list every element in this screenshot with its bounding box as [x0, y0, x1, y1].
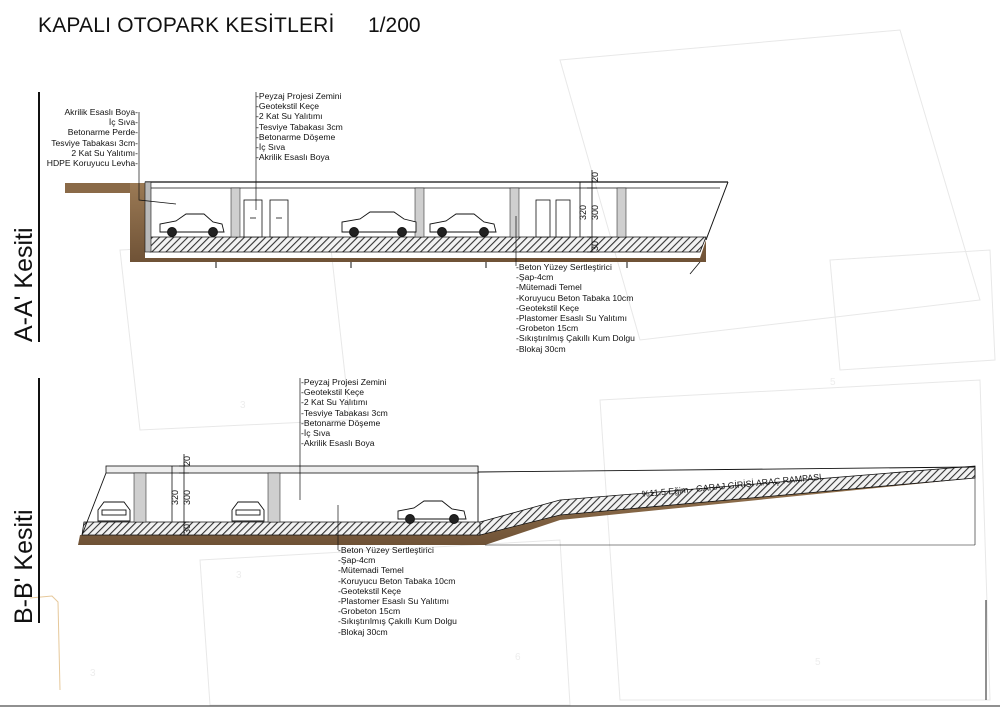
- bb-floor-layers-list: Beton Yüzey Sertleştirici Şap-4cm Mütema…: [338, 545, 457, 637]
- layer-label: Betonarme Perde: [38, 127, 138, 137]
- layer-label: Sıkıştırılmış Çakıllı Kum Dolgu: [338, 616, 457, 626]
- layer-label: Beton Yüzey Sertleştirici: [338, 545, 457, 555]
- bb-roof-layers-list: Peyzaj Projesi Zemini Geotekstil Keçe 2 …: [301, 377, 388, 448]
- bb-dim-slab: 20: [182, 456, 192, 466]
- layer-label: Tesviye Tabakası 3cm: [301, 408, 388, 418]
- bb-floor-hatch: [81, 521, 481, 536]
- layer-label: Tesviye Tabakası 3cm: [38, 138, 138, 148]
- aa-column: [509, 187, 520, 238]
- bb-dim-floor: 30: [182, 524, 192, 534]
- section-bb-title-line: [38, 378, 40, 623]
- layer-label: Geotekstil Keçe: [301, 387, 388, 397]
- layer-label: Beton Yüzey Sertleştirici: [516, 262, 635, 272]
- layer-label: Peyzaj Projesi Zemini: [301, 377, 388, 387]
- aa-column: [414, 187, 425, 238]
- aa-wall-layers-list: Akrilik Esaslı Boya İç Sıva Betonarme Pe…: [38, 107, 138, 168]
- aa-roof-layers-list: Peyzaj Projesi Zemini Geotekstil Keçe 2 …: [256, 91, 343, 162]
- aa-car: [159, 213, 225, 237]
- layer-label: Peyzaj Projesi Zemini: [256, 91, 343, 101]
- layer-label: Plastomer Esaslı Su Yalıtımı: [338, 596, 457, 606]
- aa-car: [429, 213, 497, 237]
- section-aa-title-line: [38, 92, 40, 342]
- bb-soil: [78, 475, 975, 545]
- svg-text:6: 6: [515, 652, 521, 663]
- layer-label: Koruyucu Beton Tabaka 10cm: [338, 576, 457, 586]
- layer-label: Şap-4cm: [516, 272, 635, 282]
- aa-column: [230, 187, 241, 238]
- layer-label: Akrilik Esaslı Boya: [301, 438, 388, 448]
- layer-label: Blokaj 30cm: [338, 627, 457, 637]
- layer-label: Geotekstil Keçe: [338, 586, 457, 596]
- bb-column: [267, 472, 281, 523]
- layer-label: 2 Kat Su Yalıtımı: [256, 111, 343, 121]
- aa-floor-layers-list: Beton Yüzey Sertleştirici Şap-4cm Mütema…: [516, 262, 635, 354]
- aa-dim-floor: 30: [590, 241, 600, 251]
- bb-car-side: [397, 500, 467, 524]
- layer-label: Sıkıştırılmış Çakıllı Kum Dolgu: [516, 333, 635, 343]
- layer-label: HDPE Koruyucu Levha: [38, 158, 138, 168]
- layer-label: 2 Kat Su Yalıtımı: [38, 148, 138, 158]
- layer-label: İç Sıva: [38, 117, 138, 127]
- layer-label: Plastomer Esaslı Su Yalıtımı: [516, 313, 635, 323]
- aa-car: [341, 211, 417, 237]
- aa-wall-leader: [138, 112, 177, 205]
- layer-label: Geotekstil Keçe: [256, 101, 343, 111]
- layer-label: Geotekstil Keçe: [516, 303, 635, 313]
- svg-text:3: 3: [236, 570, 242, 581]
- layer-label: Mütemadi Temel: [338, 565, 457, 575]
- page-title: KAPALI OTOPARK KESİTLERİ: [38, 14, 335, 37]
- bb-dim-height: 320: [170, 490, 180, 505]
- layer-label: Akrilik Esaslı Boya: [256, 152, 343, 162]
- aa-left-wall: [144, 181, 152, 253]
- bb-car-front: [231, 501, 265, 522]
- aa-dim-height: 320: [578, 205, 588, 220]
- layer-label: Şap-4cm: [338, 555, 457, 565]
- aa-door: [243, 199, 289, 238]
- layer-label: Koruyucu Beton Tabaka 10cm: [516, 293, 635, 303]
- layer-label: 2 Kat Su Yalıtımı: [301, 397, 388, 407]
- layer-label: Grobeton 15cm: [338, 606, 457, 616]
- layer-label: İç Sıva: [301, 428, 388, 438]
- layer-label: Mütemadi Temel: [516, 282, 635, 292]
- aa-door: [535, 199, 571, 238]
- svg-text:5: 5: [830, 377, 836, 388]
- layer-label: Blokaj 30cm: [516, 344, 635, 354]
- layer-label: Tesviye Tabakası 3cm: [256, 122, 343, 132]
- bb-car-front: [97, 501, 131, 522]
- svg-text:3: 3: [90, 668, 96, 679]
- svg-text:3: 3: [240, 400, 246, 411]
- svg-text:5: 5: [815, 657, 821, 668]
- layer-label: Betonarme Döşeme: [256, 132, 343, 142]
- bb-column: [133, 472, 147, 523]
- layer-label: İç Sıva: [256, 142, 343, 152]
- layer-label: Akrilik Esaslı Boya: [38, 107, 138, 117]
- bb-roof-slab: [105, 465, 479, 474]
- aa-column: [616, 187, 627, 238]
- drawing-scale: 1/200: [368, 14, 421, 37]
- layer-label: Grobeton 15cm: [516, 323, 635, 333]
- aa-dim-clear: 300: [590, 205, 600, 220]
- aa-dim-slab: 20: [590, 172, 600, 182]
- layer-label: Betonarme Döşeme: [301, 418, 388, 428]
- bb-dim-clear: 300: [182, 490, 192, 505]
